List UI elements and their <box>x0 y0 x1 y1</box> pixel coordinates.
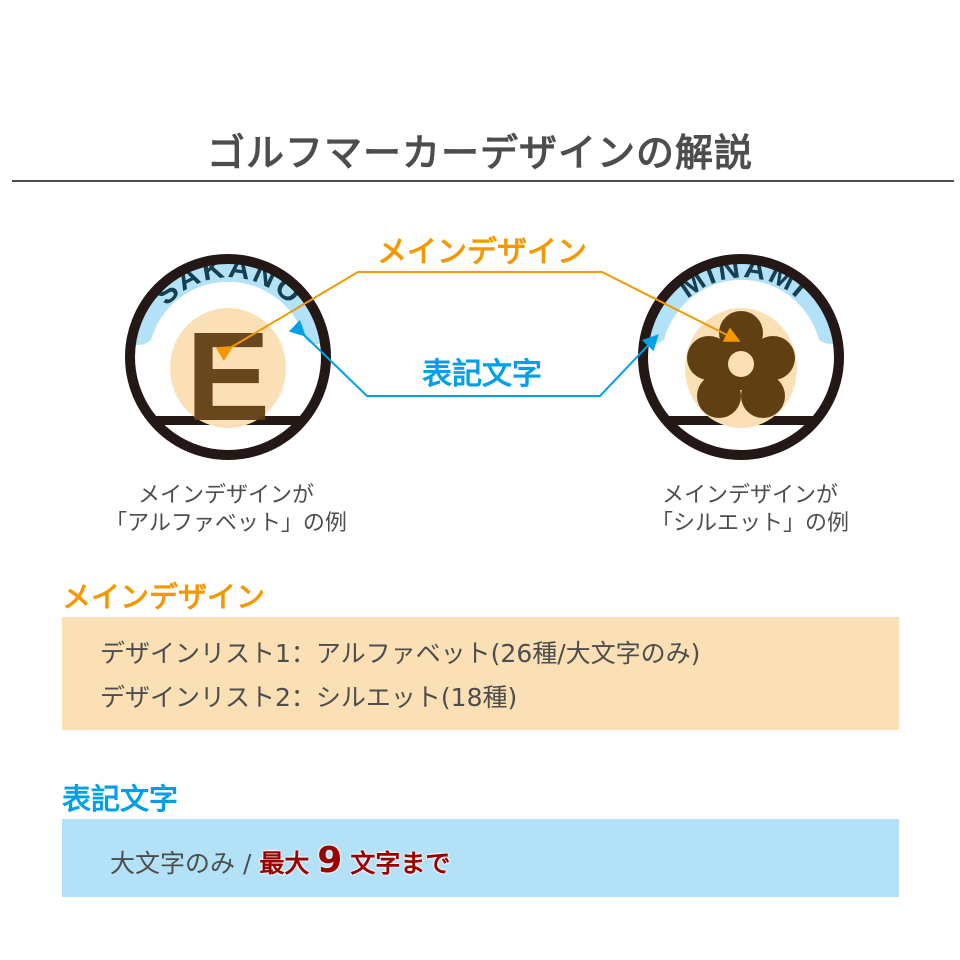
alphabet-letter: E <box>186 306 270 447</box>
notation-callout <box>288 319 659 397</box>
title-divider <box>12 180 954 182</box>
max-count: 9 <box>317 840 343 881</box>
caption-line: 「シルエット」の例 <box>650 511 849 536</box>
main-design-box <box>62 617 899 730</box>
notation-label: 表記文字 <box>422 357 542 392</box>
page-title: ゴルフマーカーデザインの解説 <box>206 131 753 175</box>
max-label: 最大 <box>259 849 310 878</box>
left-marker-caption: メインデザインが 「アルファベット」の例 <box>76 482 376 538</box>
main-design-heading: メインデザイン <box>62 580 266 614</box>
right-marker-caption: メインデザインが 「シルエット」の例 <box>600 482 900 538</box>
max-suffix: 文字まで <box>350 849 451 878</box>
design-list-item: デザインリスト1：アルファベット(26種/大文字のみ) <box>100 639 701 668</box>
left-marker: E SAKANO <box>125 251 331 460</box>
caption-line: メインデザインが <box>137 483 314 508</box>
right-marker: MINAMI <box>638 251 844 460</box>
notation-box <box>62 819 899 897</box>
notation-rule: 大文字のみ / 最大 9 文字まで <box>110 840 450 881</box>
design-list-item: デザインリスト2：シルエット(18種) <box>100 683 518 712</box>
caption-line: 「アルファベット」の例 <box>105 511 347 536</box>
marker-diagram: E SAKANO MINAMI メインデザイン 表記文字 <box>125 235 844 460</box>
main-design-label: メインデザイン <box>377 235 587 270</box>
notation-heading: 表記文字 <box>62 782 179 816</box>
main-design-callout <box>215 271 741 362</box>
notation-text: 大文字のみ / <box>110 849 252 878</box>
caption-line: メインデザインが <box>661 483 838 508</box>
